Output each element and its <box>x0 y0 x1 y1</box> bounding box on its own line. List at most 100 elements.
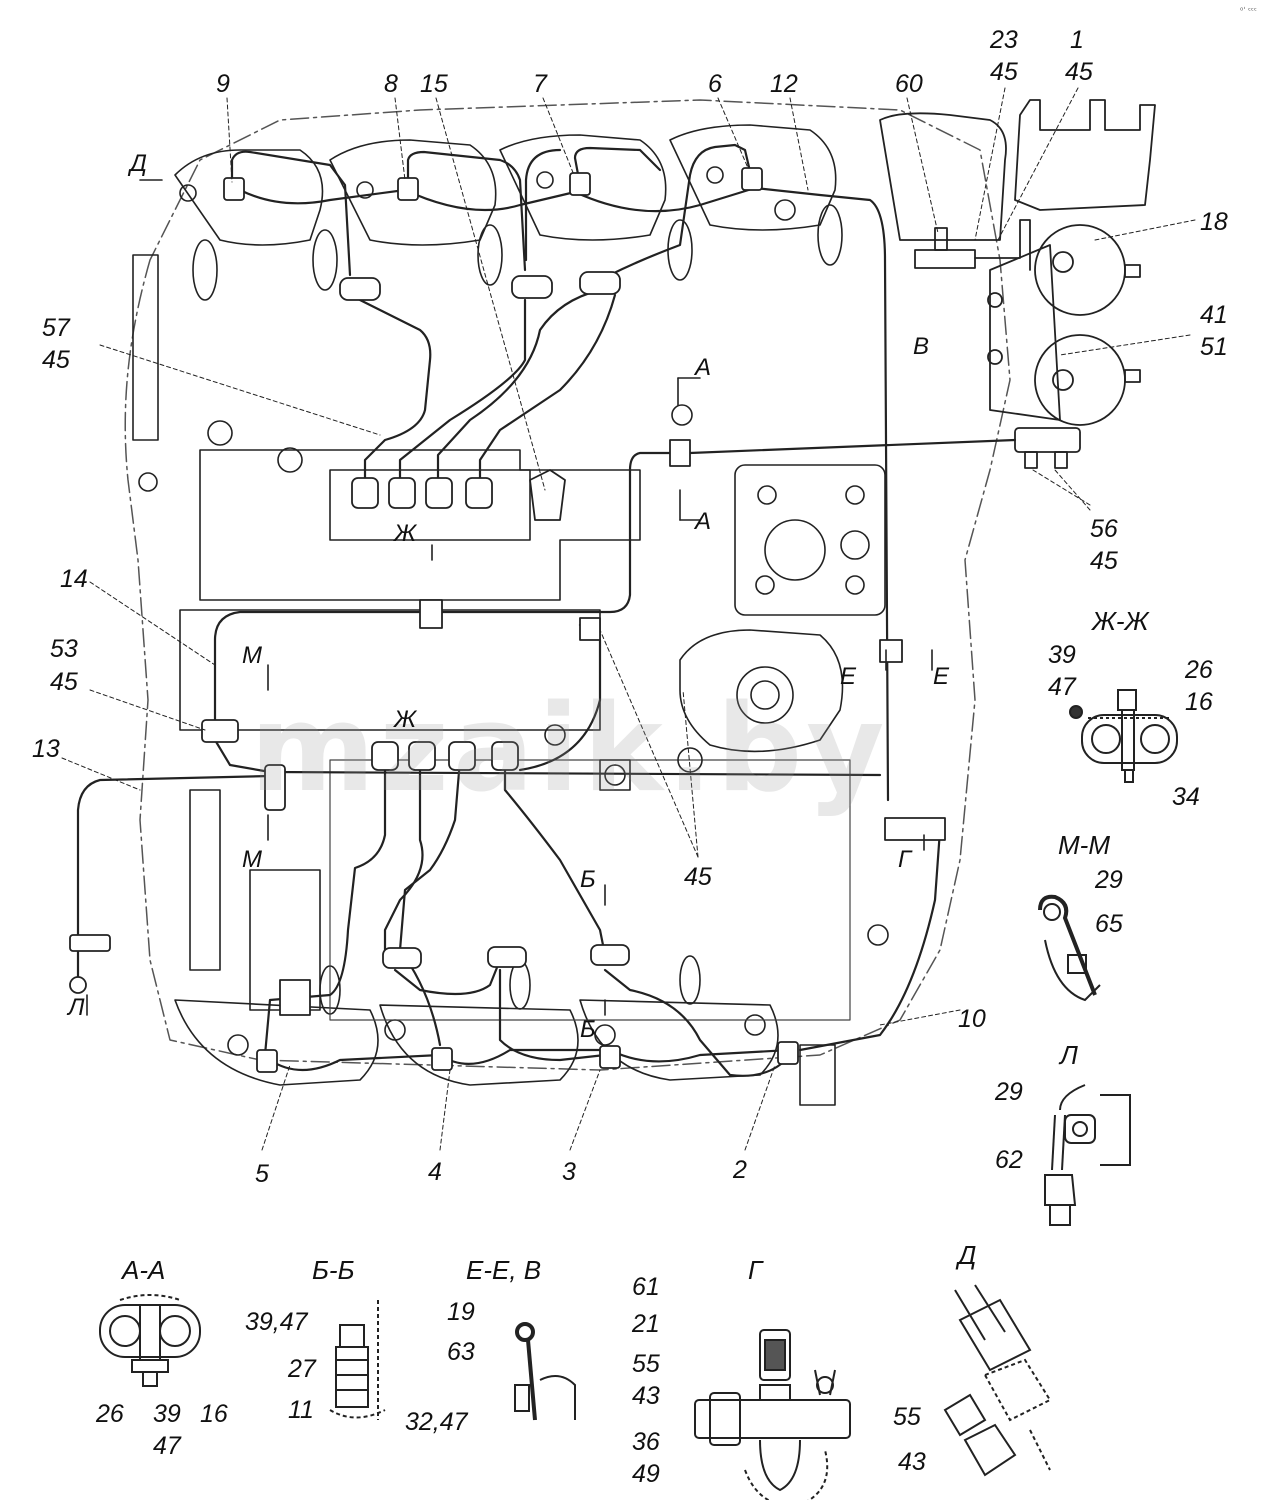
view-label-d: Д <box>130 150 147 177</box>
callout-13: 13 <box>32 735 60 763</box>
engine-outline <box>124 99 1011 1071</box>
callout-4: 4 <box>428 1158 442 1186</box>
corner-mark: ⁰ˈ ᶜᶜᶜ <box>1240 6 1257 15</box>
section-g-label-36: 36 <box>632 1428 660 1456</box>
view-label-a-bottom: А <box>695 508 712 535</box>
section-b-b-label-11: 11 <box>288 1396 314 1424</box>
callout-10: 10 <box>958 1005 986 1033</box>
section-l-label-29: 29 <box>995 1078 1023 1106</box>
section-e-e-v-title: Е-Е, В <box>466 1255 542 1285</box>
view-label-e-right: Е <box>933 663 950 690</box>
view-label-b-bottom: Б <box>580 1016 596 1043</box>
fuel-filter-assembly <box>879 99 1156 469</box>
callout-45c: 45 <box>42 346 70 374</box>
section-a-a-label-39: 39 <box>153 1400 181 1428</box>
lower-clamps <box>256 944 799 1073</box>
callout-15: 15 <box>420 70 448 98</box>
view-label-v: В <box>913 333 930 360</box>
section-zh-zh-label-26: 26 <box>1185 656 1213 684</box>
section-m-m-label-65: 65 <box>1095 910 1123 938</box>
callout-12: 12 <box>770 70 798 98</box>
callout-45b: 45 <box>1065 58 1093 86</box>
section-b-b-label-39-47: 39,47 <box>245 1308 308 1336</box>
view-label-zh-bottom: Ж <box>394 706 417 733</box>
callout-45d: 45 <box>1090 547 1118 575</box>
section-zh-zh-label-34: 34 <box>1172 783 1200 811</box>
callout-18: 18 <box>1200 208 1228 236</box>
callout-41: 41 <box>1200 301 1228 329</box>
upper-cylinder-heads <box>174 124 843 301</box>
callout-2: 2 <box>733 1156 747 1184</box>
section-m-m-label-29: 29 <box>1095 866 1123 894</box>
section-e-e-v-label-19: 19 <box>447 1298 475 1326</box>
fittings <box>69 439 946 1016</box>
section-d-label-55: 55 <box>893 1403 921 1431</box>
section-b-b-title: Б-Б <box>312 1255 355 1285</box>
view-label-b-top: Б <box>580 866 596 893</box>
section-markers <box>86 179 933 1016</box>
section-l-title: Л <box>1060 1040 1078 1070</box>
section-m-m-detail <box>1038 894 1101 1002</box>
section-g-label-55: 55 <box>632 1350 660 1378</box>
callout-53: 53 <box>50 635 78 663</box>
section-g-label-21: 21 <box>632 1310 660 1338</box>
callout-1: 1 <box>1070 26 1084 54</box>
callout-45f: 45 <box>684 863 712 891</box>
section-e-e-v-detail <box>514 1322 576 1421</box>
callout-23: 23 <box>990 26 1018 54</box>
section-a-a-label-26: 26 <box>96 1400 124 1428</box>
fuel-pump-body <box>138 404 889 1021</box>
callout-57: 57 <box>42 314 70 342</box>
lower-injector-pipes <box>263 758 792 1077</box>
callout-3: 3 <box>562 1158 576 1186</box>
left-rail <box>132 254 159 441</box>
upper-pump-outlets <box>351 469 566 521</box>
section-l-detail <box>1044 1084 1131 1226</box>
callout-6: 6 <box>708 70 722 98</box>
callout-60: 60 <box>895 70 923 98</box>
watermark: mzaik.by <box>250 680 889 819</box>
view-label-a-top: А <box>695 354 712 381</box>
section-zh-zh-label-47: 47 <box>1048 673 1076 701</box>
callout-7: 7 <box>533 70 547 98</box>
section-e-e-v-label-32-47: 32,47 <box>405 1408 468 1436</box>
callout-9: 9 <box>216 70 230 98</box>
section-g-label-43: 43 <box>632 1382 660 1410</box>
section-d-label-43: 43 <box>898 1448 926 1476</box>
section-g-detail <box>694 1329 851 1500</box>
section-zh-zh-detail <box>1069 689 1178 783</box>
view-label-g: Г <box>898 846 912 873</box>
view-label-m-top: М <box>242 642 262 669</box>
section-zh-zh-title: Ж-Ж <box>1092 606 1149 636</box>
section-m-m-title: М-М <box>1058 830 1110 860</box>
section-a-a-detail <box>99 1294 201 1387</box>
section-zh-zh-label-16: 16 <box>1185 688 1213 716</box>
section-a-a-label-47: 47 <box>153 1432 181 1460</box>
callout-5: 5 <box>255 1160 269 1188</box>
section-g-title: Г <box>748 1255 763 1285</box>
section-zh-zh-label-39: 39 <box>1048 641 1076 669</box>
view-label-l: Л <box>68 994 85 1021</box>
section-b-b-label-27: 27 <box>288 1355 316 1383</box>
drain-pipes <box>76 438 1017 1052</box>
callout-45e: 45 <box>50 668 78 696</box>
view-label-e-left: Е <box>840 663 857 690</box>
section-g-label-61: 61 <box>632 1273 660 1301</box>
callout-45a: 45 <box>990 58 1018 86</box>
section-e-e-v-label-63: 63 <box>447 1338 475 1366</box>
section-b-b-detail <box>329 1300 386 1420</box>
upper-clamps <box>223 167 763 301</box>
section-a-a-title: А-А <box>122 1255 166 1285</box>
section-l-label-62: 62 <box>995 1146 1023 1174</box>
section-a-a-label-16: 16 <box>200 1400 228 1428</box>
leader-lines <box>61 87 1196 1151</box>
callout-56: 56 <box>1090 515 1118 543</box>
callout-51: 51 <box>1200 333 1228 361</box>
callout-8: 8 <box>384 70 398 98</box>
section-d-detail <box>943 1284 1052 1477</box>
lower-cylinder-heads <box>174 955 836 1106</box>
view-label-zh-top: Ж <box>394 520 417 547</box>
lower-pump-outlets <box>371 741 519 771</box>
view-label-m-bottom: М <box>242 846 262 873</box>
